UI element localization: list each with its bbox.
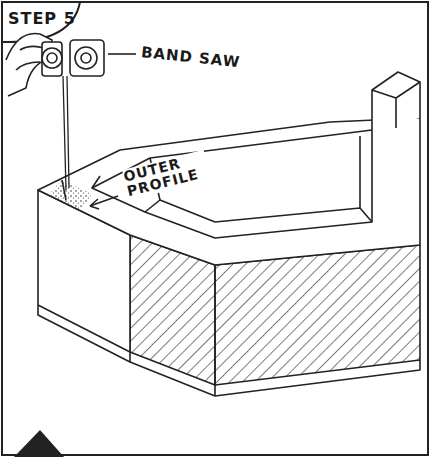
step-heading: STEP 5	[8, 10, 98, 28]
next-panel	[14, 430, 64, 457]
part-name: OUTER PROFILE	[122, 150, 211, 200]
workpiece	[38, 72, 420, 396]
band-saw	[6, 34, 104, 190]
part-name: BAND SAW	[140, 44, 261, 73]
leader-line	[108, 53, 136, 55]
arrowhead	[90, 199, 99, 209]
leader-line	[90, 196, 118, 206]
